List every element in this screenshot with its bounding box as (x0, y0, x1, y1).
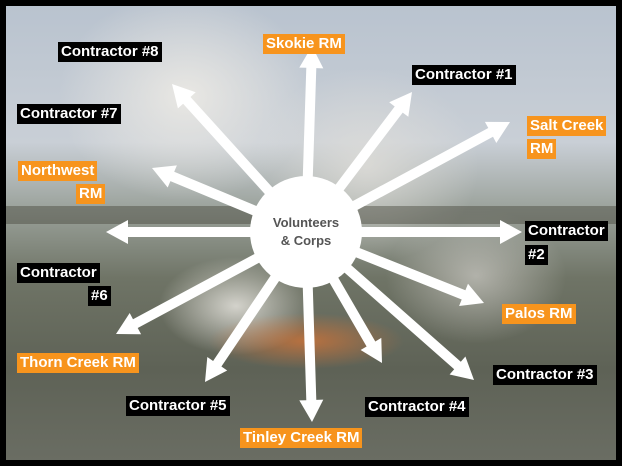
center-hub-circle (250, 176, 362, 288)
label-skokie-rm: Skokie RM (263, 34, 345, 54)
label-contractor-4: Contractor #4 (365, 397, 469, 417)
label-northwest-rm-line1: Northwest (18, 161, 98, 181)
center-hub-line1: Volunteers (272, 215, 340, 230)
arrow-to-northwest-rm (152, 165, 271, 222)
arrow-to-contractor-3 (332, 254, 474, 380)
label-tinley-creek-rm: Tinley Creek RM (240, 428, 363, 448)
arrow-to-salt-creek-rm (338, 121, 510, 218)
label-salt-creek-rm-line1: Salt Creek (527, 116, 607, 136)
arrow-to-palos-rm (341, 242, 484, 306)
label-contractor-8: Contractor #8 (58, 42, 162, 62)
arrow-to-contractor-6 (106, 220, 266, 244)
arrow-to-contractor-1 (326, 92, 412, 204)
label-contractor-5: Contractor #5 (126, 396, 230, 416)
label-thorn-creek-rm: Thorn Creek RM (17, 353, 139, 373)
label-contractor-3: Contractor #3 (493, 365, 597, 385)
arrow-to-skokie-rm (299, 46, 324, 193)
label-palos-rm: Palos RM (502, 304, 576, 324)
arrow-to-contractor-8 (172, 84, 283, 206)
arrow-to-contractor-2 (346, 220, 522, 244)
label-contractor-1: Contractor #1 (412, 65, 516, 85)
label-northwest-rm-line2: RM (76, 184, 106, 204)
label-contractor-6-line1: Contractor (17, 263, 100, 283)
arrow-to-contractor-5 (205, 262, 288, 382)
center-hub-line2: & Corps (280, 233, 332, 248)
label-salt-creek-rm-line2: RM (527, 139, 557, 159)
arrow-to-tinley-creek-rm (299, 271, 324, 422)
label-contractor-6-line2: #6 (88, 286, 111, 306)
arrow-to-thorn-creek-rm (116, 246, 274, 335)
arrows-group (106, 46, 522, 422)
label-contractor-7: Contractor #7 (17, 104, 121, 124)
arrow-to-contractor-4 (321, 264, 382, 363)
label-contractor-2-line1: Contractor (525, 221, 608, 241)
center-hub-label: Volunteers & Corps (258, 214, 354, 250)
label-contractor-2-line2: #2 (525, 245, 548, 265)
